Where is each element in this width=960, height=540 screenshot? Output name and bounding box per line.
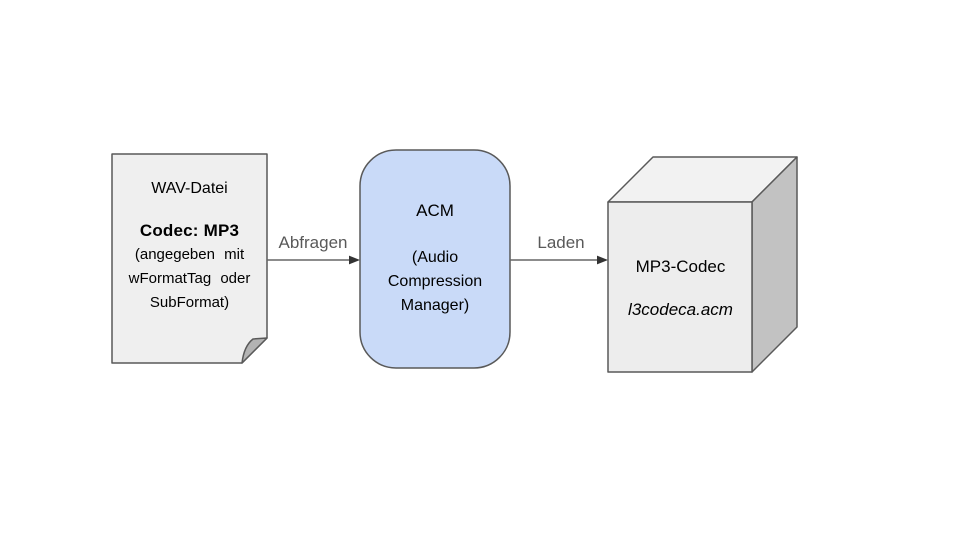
acm-title: ACM <box>416 201 454 220</box>
wav-file-note: (angegeben mit wFormatTag oder SubFormat… <box>112 243 267 315</box>
cube-front-face <box>607 201 753 373</box>
edge-label-abfragen: Abfragen <box>278 233 348 252</box>
mp3-codec-title: MP3-Codec <box>635 257 726 276</box>
arrow-abfragen-head <box>349 255 360 265</box>
wav-file-document-shape <box>111 153 268 364</box>
mp3-codec-cube-shape <box>607 156 798 373</box>
document-fold-corner <box>241 337 268 364</box>
wav-file-note-line: (angegeben mit <box>134 246 245 263</box>
wav-file-note-line: SubFormat) <box>149 294 230 311</box>
arrow-abfragen <box>267 255 360 265</box>
arrow-laden <box>510 255 608 265</box>
mp3-codec-text-block: MP3-Codec l3codeca.acm <box>608 256 753 321</box>
acm-subtitle-line: Compression <box>387 273 483 290</box>
wav-file-text-block: WAV-Datei Codec: MP3 (angegeben mit wFor… <box>112 179 267 315</box>
wav-file-codec-line: Codec: MP3 <box>139 221 240 240</box>
wav-file-note-line: wFormatTag oder <box>128 270 251 287</box>
acm-subtitle-line: (Audio <box>411 249 459 266</box>
edge-label-laden: Laden <box>537 233 585 252</box>
wav-file-title: WAV-Datei <box>151 180 228 197</box>
arrow-laden-head <box>597 255 608 265</box>
acm-subtitle: (Audio Compression Manager) <box>360 246 510 318</box>
acm-subtitle-line: Manager) <box>400 297 470 314</box>
mp3-codec-filename: l3codeca.acm <box>628 300 733 319</box>
acm-rounded-rect-shape <box>359 149 511 369</box>
acm-text-block: ACM (Audio Compression Manager) <box>360 201 510 318</box>
